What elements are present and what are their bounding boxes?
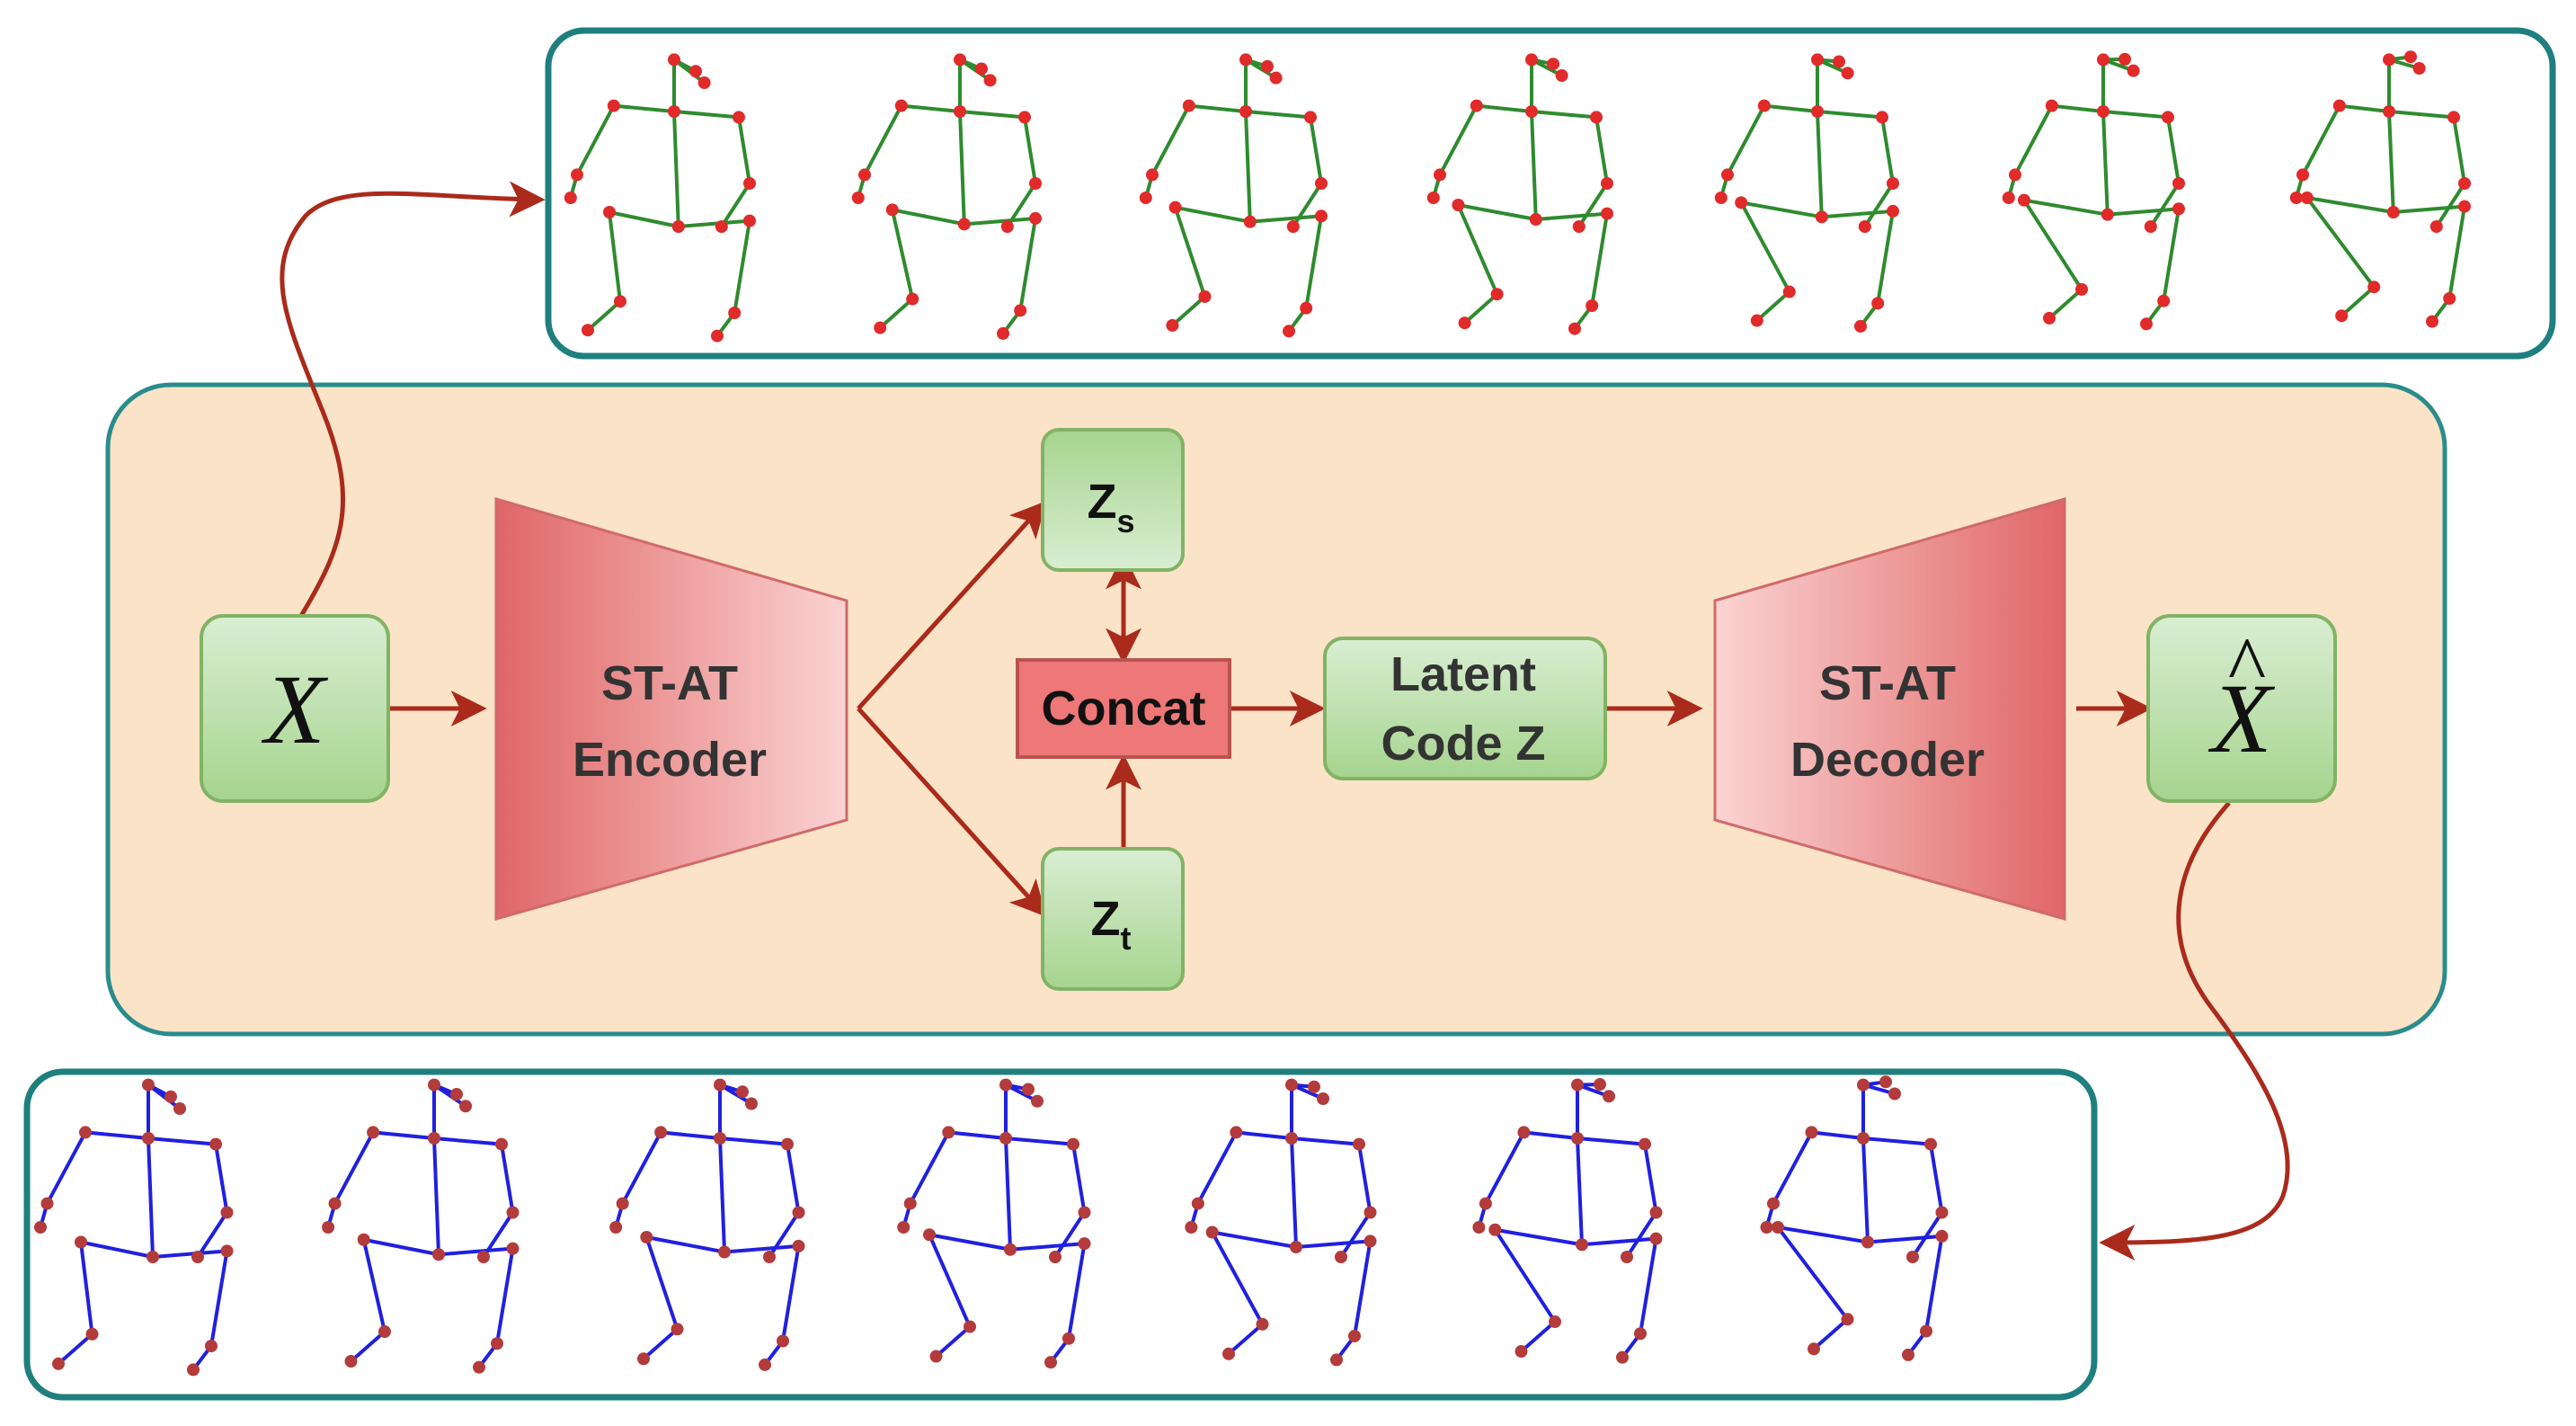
skeleton-pose-icon: [1185, 1078, 1377, 1367]
encoder-label-line1: ST-AT: [601, 656, 738, 710]
concat-label: Concat: [1041, 682, 1205, 735]
zs-node: Zs: [1041, 428, 1185, 572]
output-xhat-node: ^ X: [2146, 614, 2337, 803]
skeleton-pose-icon: [2002, 52, 2185, 331]
encoder-block: ST-AT Encoder: [494, 497, 848, 921]
decoder-block: ST-AT Decoder: [1713, 497, 2066, 921]
zt-node: Zt: [1041, 847, 1185, 991]
zt-label: Z: [1091, 892, 1121, 946]
decoder-label-line1: ST-AT: [1819, 656, 1956, 710]
connectors: [280, 181, 2290, 1261]
skeleton-pose-icon: [322, 1078, 520, 1374]
skeleton-pose-icon: [564, 53, 756, 343]
skeleton-pose-icon: [897, 1078, 1091, 1369]
skeleton-pose-icon: [1426, 53, 1613, 335]
skeleton-pose-icon: [1760, 1075, 1949, 1361]
arrow-encoder-to-zt: [857, 707, 1047, 917]
latent-label-line2: Code Z: [1381, 717, 1546, 771]
concat-node: Concat: [1016, 658, 1231, 759]
skeleton-pose-icon: [609, 1078, 805, 1371]
input-sequence-panel: [545, 27, 2556, 360]
skeleton-pose-icon: [34, 1078, 234, 1377]
input-x-label: X: [261, 655, 328, 764]
decoder-label-line2: Decoder: [1790, 733, 1985, 787]
arrow-xhat-to-output-sequence: [2099, 801, 2290, 1261]
zs-label: Z: [1087, 475, 1116, 529]
latent-code-node: Latent Code Z: [1323, 637, 1607, 780]
svg-text:Zt: Zt: [1091, 892, 1132, 957]
latent-label-line1: Latent: [1390, 647, 1536, 701]
skeleton-pose-icon: [1472, 1078, 1663, 1364]
svg-text:Zs: Zs: [1087, 475, 1134, 539]
output-xhat-label: X: [2207, 664, 2275, 773]
arrow-x-to-input-sequence: [280, 181, 546, 618]
input-x-node: X: [200, 614, 390, 803]
encoder-label-line2: Encoder: [573, 733, 767, 787]
skeleton-pose-icon: [1139, 53, 1328, 338]
skeleton-pose-icon: [851, 53, 1042, 340]
skeleton-pose-icon: [1714, 53, 1899, 333]
skeleton-pose-icon: [2289, 50, 2471, 328]
zs-subscript: s: [1116, 503, 1134, 539]
input-skeleton-sequence: [564, 50, 2471, 343]
arrow-encoder-to-zs: [857, 501, 1047, 710]
zt-subscript: t: [1121, 920, 1132, 957]
output-skeleton-sequence: [34, 1075, 1949, 1377]
output-xhat-accent: ^: [2228, 621, 2266, 710]
